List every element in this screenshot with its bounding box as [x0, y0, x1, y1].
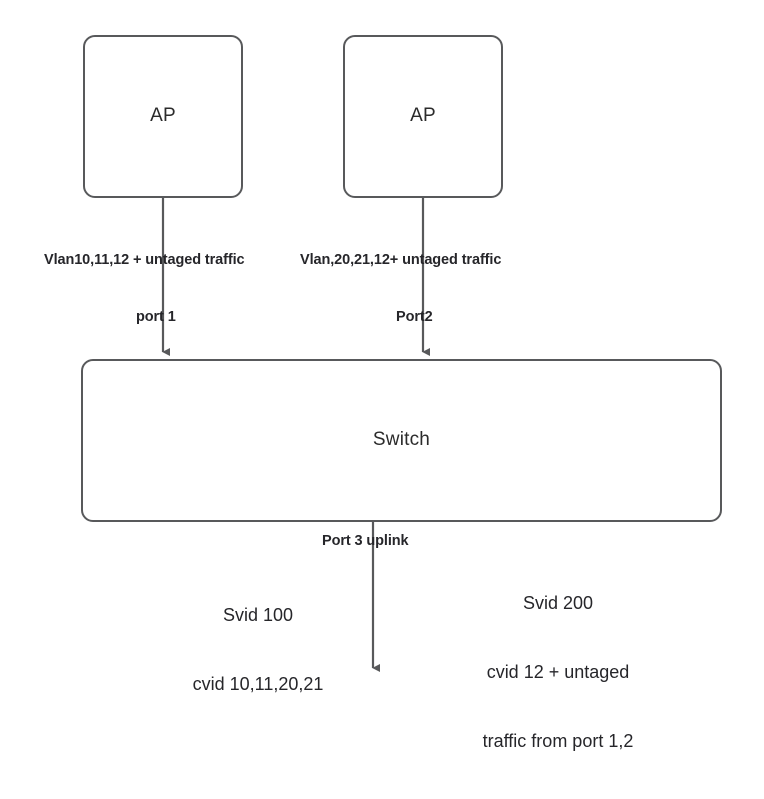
uplink-note-svid-100-line1: Svid 100 — [222, 605, 294, 626]
uplink-note-svid-200-line1: Svid 200 — [522, 593, 594, 614]
uplink-note-svid-100-line2: cvid 10,11,20,21 — [192, 674, 324, 695]
edge-label-port2: Port2 — [396, 309, 433, 325]
edge-label-vlan-left: Vlan10,11,12 + untaged traffic — [44, 252, 245, 268]
uplink-note-svid-200-line2: cvid 12 + untaged — [486, 662, 630, 683]
node-ap-left-label: AP — [150, 105, 176, 127]
uplink-note-svid-200-line3: traffic from port 1,2 — [482, 731, 634, 752]
connector-layer — [161, 198, 430, 672]
edge-label-port1: port 1 — [136, 309, 176, 325]
edge-label-port3-uplink: Port 3 uplink — [322, 533, 409, 549]
uplink-note-svid-100: Svid 100 cvid 10,11,20,21 — [133, 558, 383, 742]
uplink-note-svid-200: Svid 200 cvid 12 + untaged traffic from … — [443, 546, 673, 799]
node-ap-left[interactable]: AP — [83, 35, 243, 198]
edge-label-vlan-right: Vlan,20,21,12+ untaged traffic — [300, 252, 502, 268]
network-diagram-canvas: AP AP Switch Vlan10,11,12 + untaged traf… — [44, 35, 722, 752]
node-ap-right[interactable]: AP — [343, 35, 503, 198]
node-switch-label: Switch — [372, 429, 431, 451]
node-ap-right-label: AP — [410, 105, 436, 127]
node-switch[interactable]: Switch — [81, 359, 722, 522]
